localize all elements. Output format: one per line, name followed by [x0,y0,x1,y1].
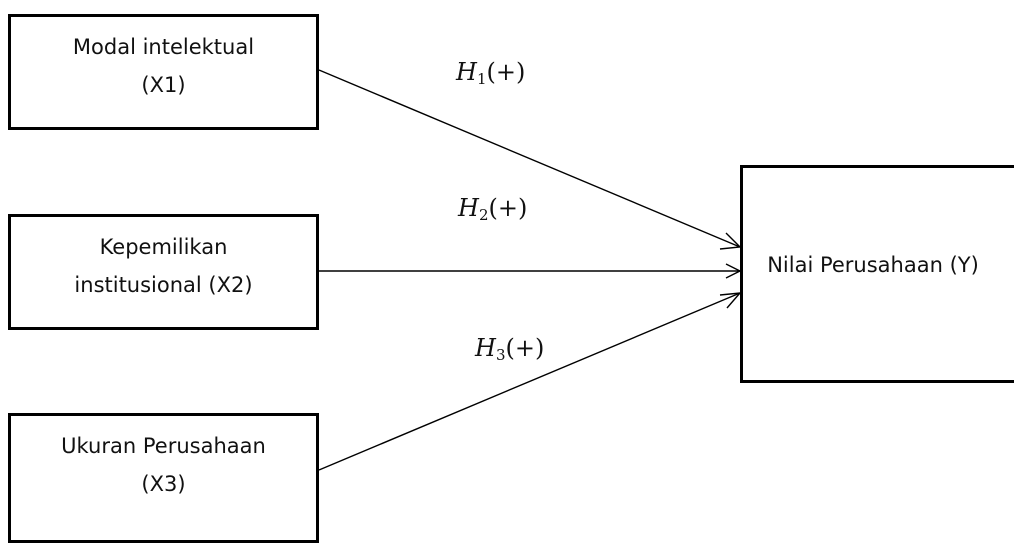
edge-x3-y [318,292,741,471]
node-x1-line1: Modal intelektual [72,35,255,59]
hypothesis-h1-sign: (+) [486,58,526,86]
hypothesis-h1-index: 1 [476,70,487,88]
node-x1-line2: (X1) [141,73,186,97]
node-x2-line2: institusional (X2) [74,273,253,297]
hypothesis-h3-sign: (+) [505,334,545,362]
hypothesis-h2-sign: (+) [488,194,528,222]
hypothesis-h2-index: 2 [478,206,489,224]
node-x3-line1: Ukuran Perusahaan [61,434,266,458]
node-y-label: Nilai Perusahaan (Y) [767,253,979,277]
node-x1: Modal intelektual (X1) [8,14,319,130]
hypothesis-h1-symbol: H [456,58,477,86]
arrowhead-x1-y [719,232,742,250]
hypothesis-h3-index: 3 [495,346,506,364]
hypothesis-h2: H2(+) [458,194,527,224]
node-x2: Kepemilikan institusional (X2) [8,214,319,330]
node-x2-line1: Kepemilikan [99,235,228,259]
edge-x1-y [318,69,741,248]
hypothesis-h2-symbol: H [458,194,479,222]
hypothesis-h1: H1(+) [456,58,525,88]
node-x3: Ukuran Perusahaan (X3) [8,413,319,543]
node-x3-line2: (X3) [141,472,186,496]
hypothesis-h3-symbol: H [475,334,496,362]
hypothesis-h3: H3(+) [475,334,544,364]
node-y: Nilai Perusahaan (Y) [740,165,1014,383]
